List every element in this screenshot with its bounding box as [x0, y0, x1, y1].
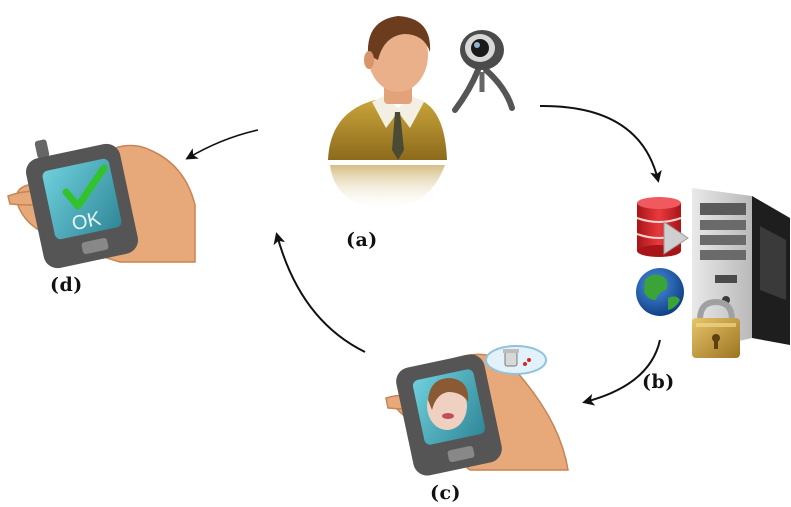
arrow-b-to-c: [582, 339, 661, 406]
user-avatar-icon: [328, 16, 447, 212]
arrow-a-to-d: [185, 129, 259, 160]
play-icon: [663, 221, 689, 255]
trash-can-icon: [485, 345, 547, 375]
webcam-icon: [452, 30, 515, 113]
label-d: (d): [50, 274, 83, 296]
arrow-a-to-b: [539, 104, 662, 183]
checkmark-icon: [62, 164, 108, 210]
label-b: (b): [642, 371, 675, 393]
database-icon: [636, 197, 682, 257]
server-tower-icon: [692, 188, 790, 352]
label-c: (c): [430, 482, 462, 504]
label-a: (a): [346, 229, 378, 251]
globe-icon: [636, 268, 684, 316]
padlock-icon: [692, 298, 740, 358]
face-photo-icon: [427, 378, 469, 430]
arrow-c-to-d: [273, 232, 366, 353]
